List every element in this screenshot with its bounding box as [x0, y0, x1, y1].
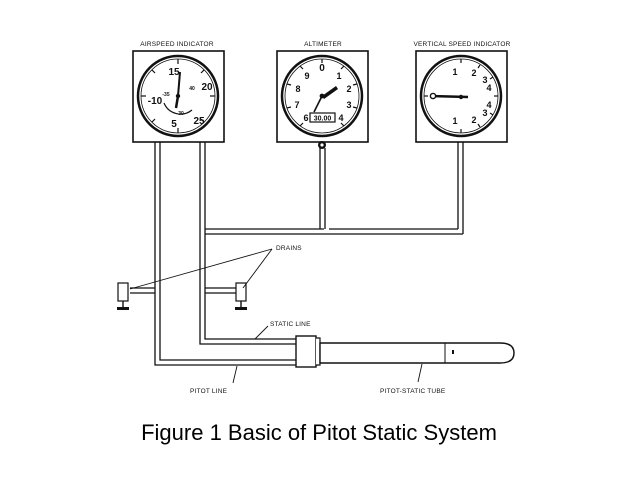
- vsi-dial-label: 2: [471, 115, 476, 125]
- altimeter-dial-label: 4: [338, 113, 343, 123]
- static-line-tubing: [199, 142, 464, 345]
- vsi-dial-label: 4: [486, 83, 491, 93]
- vsi-dial-label: 2: [471, 68, 476, 78]
- airspeed-dial-label: -10: [148, 96, 163, 107]
- pitot-static-tube: [295, 335, 515, 368]
- airspeed-dial-label: -35: [162, 92, 169, 98]
- altimeter-dial-label: 7: [294, 100, 299, 110]
- pitot-line-label: PITOT LINE: [190, 388, 228, 395]
- altimeter-dial-label: 8: [295, 84, 300, 94]
- altimeter-dial-label: 9: [304, 71, 309, 81]
- pitot-line-tubing: [130, 142, 318, 366]
- altimeter-dial-label: 0: [319, 63, 325, 74]
- vsi-dial-label: 1: [452, 67, 457, 77]
- static-line-label: STATIC LINE: [270, 321, 311, 328]
- drain-left: [117, 282, 129, 310]
- figure-caption: Figure 1 Basic of Pitot Static System: [141, 420, 497, 445]
- airspeed-dial-label: 30: [178, 111, 184, 117]
- altimeter-dial-label: 3: [346, 100, 351, 110]
- airspeed-dial-label: 40: [189, 86, 195, 92]
- altimeter-dial-label: 6: [303, 113, 308, 123]
- airspeed-dial-label: 5: [171, 119, 177, 130]
- altimeter: 30.00 0 9 1 8 2 7 3 6 4: [276, 50, 369, 149]
- vsi-dial-label: 1: [452, 116, 457, 126]
- airspeed-dial-label: 25: [193, 116, 205, 127]
- airspeed-indicator-label: AIRSPEED INDICATOR: [140, 41, 214, 48]
- airspeed-dial-label: 20: [201, 82, 213, 93]
- vertical-speed-indicator: 1 2 3 4 1 2 3 4: [415, 50, 508, 143]
- pitot-static-tube-label: PITOT-STATIC TUBE: [380, 388, 446, 395]
- drains-label: DRAINS: [276, 245, 302, 252]
- drain-right: [235, 282, 247, 310]
- callout-leaders: [129, 248, 423, 384]
- altimeter-label: ALTIMETER: [304, 41, 342, 48]
- airspeed-dial-label: 15: [168, 67, 180, 78]
- vsi-dial-label: 3: [482, 108, 487, 118]
- vertical-speed-indicator-label: VERTICAL SPEED INDICATOR: [413, 41, 510, 48]
- vsi-dial-label: 3: [482, 75, 487, 85]
- vsi-dial-label: 4: [486, 100, 491, 110]
- altimeter-dial-label: 2: [346, 84, 351, 94]
- airspeed-indicator: 15 20 -10 5 25 -35 40 30: [132, 50, 225, 143]
- altimeter-baro-window: 30.00: [314, 116, 332, 123]
- altimeter-dial-label: 1: [336, 71, 341, 81]
